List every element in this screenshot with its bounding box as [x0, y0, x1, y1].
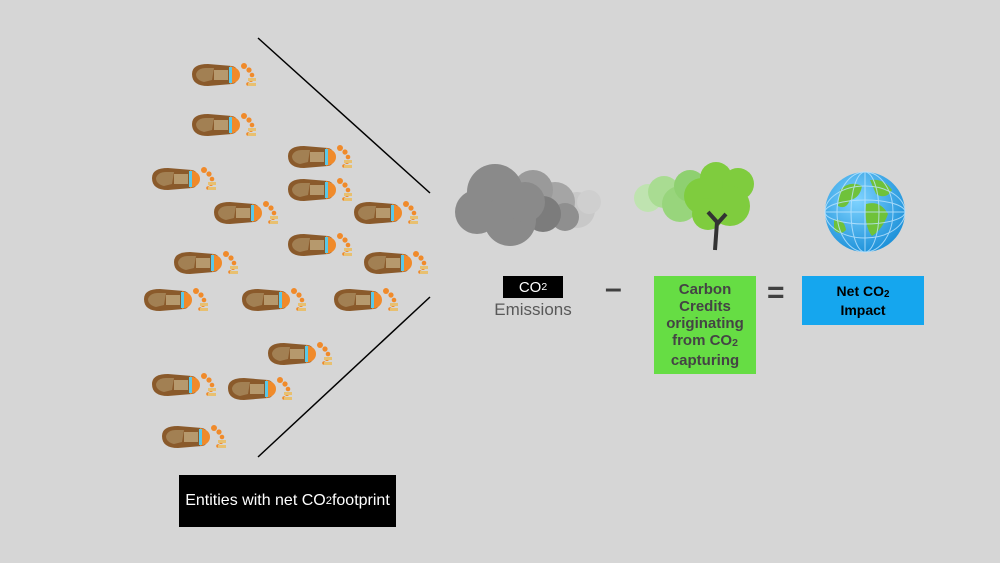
- footprint-icon: [140, 283, 210, 317]
- footprint-icon: [158, 420, 228, 454]
- net-impact-box: Net CO2 Impact: [802, 276, 924, 325]
- footprint-icon: [188, 108, 258, 142]
- footprint-icon: [360, 246, 430, 280]
- footprint-icon: [148, 162, 218, 196]
- tree-icon: [634, 162, 754, 251]
- footprint-icon: [284, 228, 354, 262]
- minus-operator: –: [605, 272, 622, 305]
- footprint-icon: [284, 173, 354, 207]
- globe-icon: [824, 171, 906, 253]
- footprint-icon: [330, 283, 400, 317]
- footprint-icon: [210, 196, 280, 230]
- emissions-label: Emissions: [494, 300, 572, 319]
- footprint-icon: [170, 246, 240, 280]
- footprint-icon: [238, 283, 308, 317]
- footprint-icon: [188, 58, 258, 92]
- cloud-icon: [455, 164, 601, 246]
- footprint-icon: [350, 196, 420, 230]
- equals-operator: =: [767, 276, 785, 309]
- footprint-icon: [148, 368, 218, 402]
- carbon-credits-box: Carbon Credits originating from CO2 capt…: [654, 276, 756, 374]
- footprint-icon: [264, 337, 334, 371]
- footprint-icon: [284, 140, 354, 174]
- footprint-icon: [224, 372, 294, 406]
